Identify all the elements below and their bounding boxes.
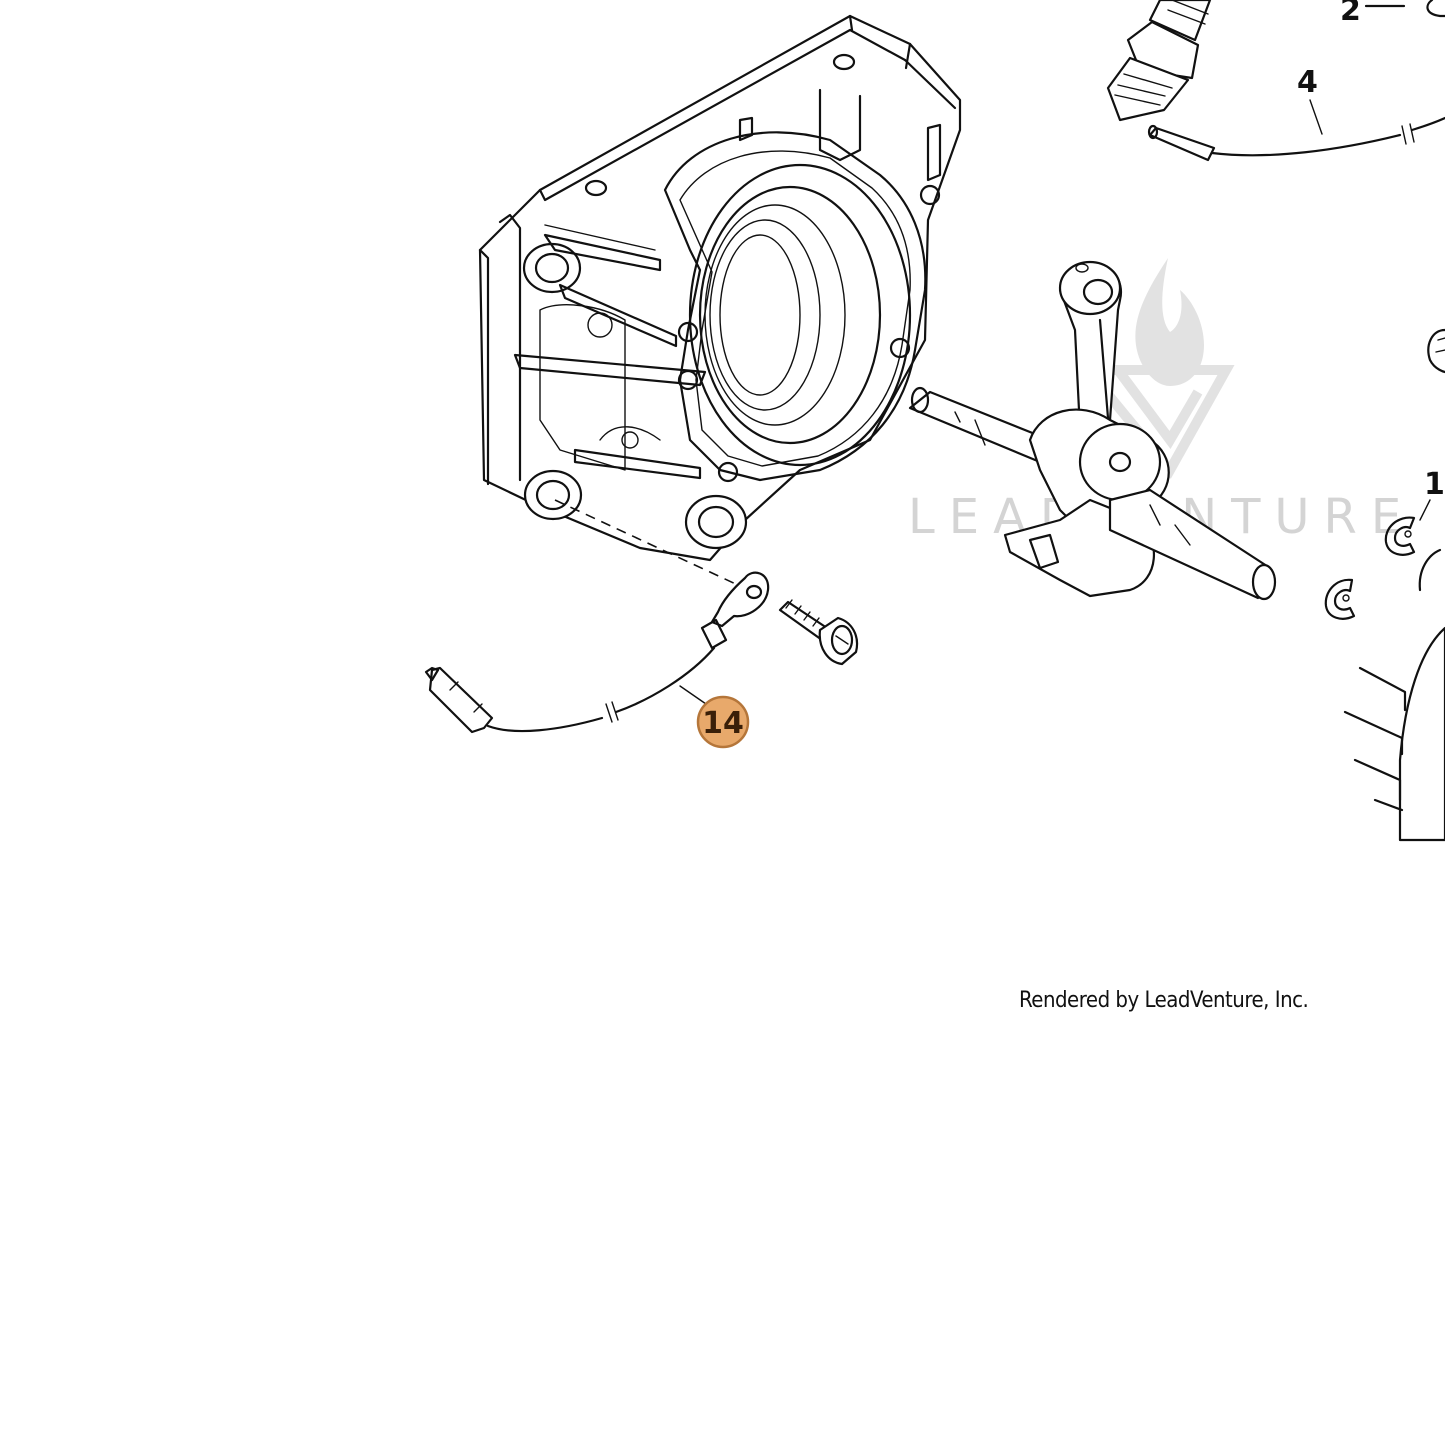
ignition-wire xyxy=(1147,116,1445,162)
circlip-upper xyxy=(1384,516,1416,556)
spark-plug xyxy=(1106,0,1212,122)
rendered-by-credit: Rendered by LeadVenture, Inc. xyxy=(1019,988,1309,1013)
partial-part-top-right xyxy=(1364,0,1445,18)
callout-14-badge[interactable]: 14 xyxy=(696,695,750,749)
leader-line-4 xyxy=(1309,99,1323,135)
circlip-lower xyxy=(1324,578,1356,620)
callout-1: 1 xyxy=(1424,467,1445,502)
crankcase-half xyxy=(478,14,962,562)
callout-2: 2 xyxy=(1340,0,1361,28)
leader-line-1 xyxy=(1419,499,1431,521)
partial-part-right xyxy=(1427,328,1445,374)
crankshaft-assembly xyxy=(908,260,1277,601)
screw xyxy=(778,599,859,666)
assembly-dashed-line xyxy=(554,499,741,587)
ground-wire-assembly xyxy=(424,571,770,734)
watermark-flame-icon xyxy=(1135,258,1204,386)
callout-4: 4 xyxy=(1297,65,1318,100)
flywheel xyxy=(1343,548,1445,842)
watermark-v-logo-icon xyxy=(1077,365,1235,479)
leader-line-14 xyxy=(679,685,707,705)
callout-14: 14 xyxy=(702,706,744,741)
